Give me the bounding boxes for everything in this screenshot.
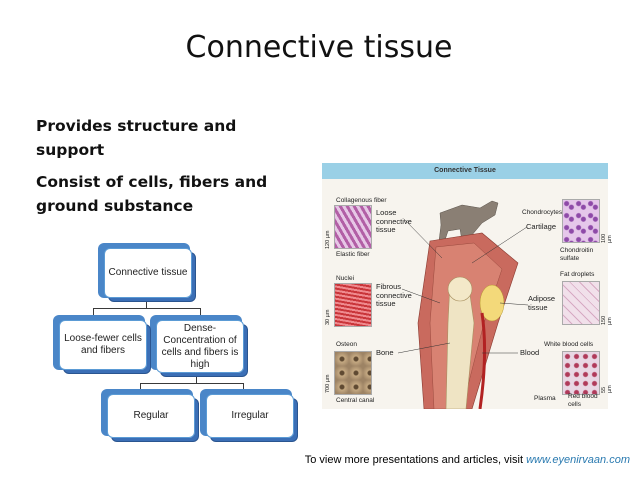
org-loose-box: Loose-fewer cells and fibers [59,320,147,370]
adipose-micrograph [562,281,600,325]
scale-fibrous: 30 µm [325,309,331,325]
connector [140,383,243,384]
loose-tissue-micrograph [334,205,372,249]
scale-cartilage: 100 µm [601,233,613,243]
scale-blood: 55 µm [601,385,613,393]
connector [93,308,94,320]
label-chondrocytes: Chondrocytes [522,209,563,216]
connector [200,308,201,320]
scale-adipose: 150 µm [601,315,613,325]
label-red-cells: Red blood cells [568,393,598,408]
bullet-composition: Consist of cells, fibers and ground subs… [36,173,268,215]
figure-header: Connective Tissue [322,163,608,179]
label-fibrous: Fibrous connective tissue [376,282,412,308]
label-nuclei: Nuclei [336,275,355,282]
label-white-cells: White blood cells [544,341,594,348]
label-collagenous-fiber: Collagenous fiber [336,197,387,204]
org-root-box: Connective tissue [104,248,192,298]
label-plasma: Plasma [534,395,556,402]
org-regular-box: Regular [107,394,195,438]
scale-loose: 120 µm [325,230,331,249]
scale-bone: 700 µm [325,374,331,393]
leg-illustration [397,200,529,409]
connector [196,373,197,383]
label-fat-droplets: Fat droplets [560,271,595,278]
org-irregular-box: Irregular [206,394,294,438]
label-central-canal: Central canal [336,397,375,404]
org-dense-box: Dense- Concentration of cells and fibers… [156,320,244,373]
bullet-structure: Provides structure and support [36,117,237,159]
label-bone: Bone [376,348,394,357]
footer: To view more presentations and articles,… [250,454,630,466]
label-elastic-fiber: Elastic fiber [336,251,370,258]
label-chondroitin: Chondroitin sulfate [560,247,594,262]
label-blood: Blood [520,348,540,357]
slide-title: Connective tissue [185,30,453,65]
fibrous-tissue-micrograph [334,283,372,327]
label-loose: Loose connective tissue [376,208,412,234]
label-adipose: Adipose tissue [528,294,556,312]
footer-text: To view more presentations and articles,… [304,454,527,466]
blood-micrograph [562,351,600,395]
connective-tissue-figure: Connective Tissue Collagenous fiber Loos… [322,163,613,409]
connector [146,298,147,308]
connector [93,308,200,309]
bone-micrograph [334,351,372,395]
label-cartilage: Cartilage [526,222,557,231]
footer-link[interactable]: www.eyenirvaan.com [526,454,630,466]
label-osteon: Osteon [336,341,357,348]
cartilage-micrograph [562,199,600,243]
